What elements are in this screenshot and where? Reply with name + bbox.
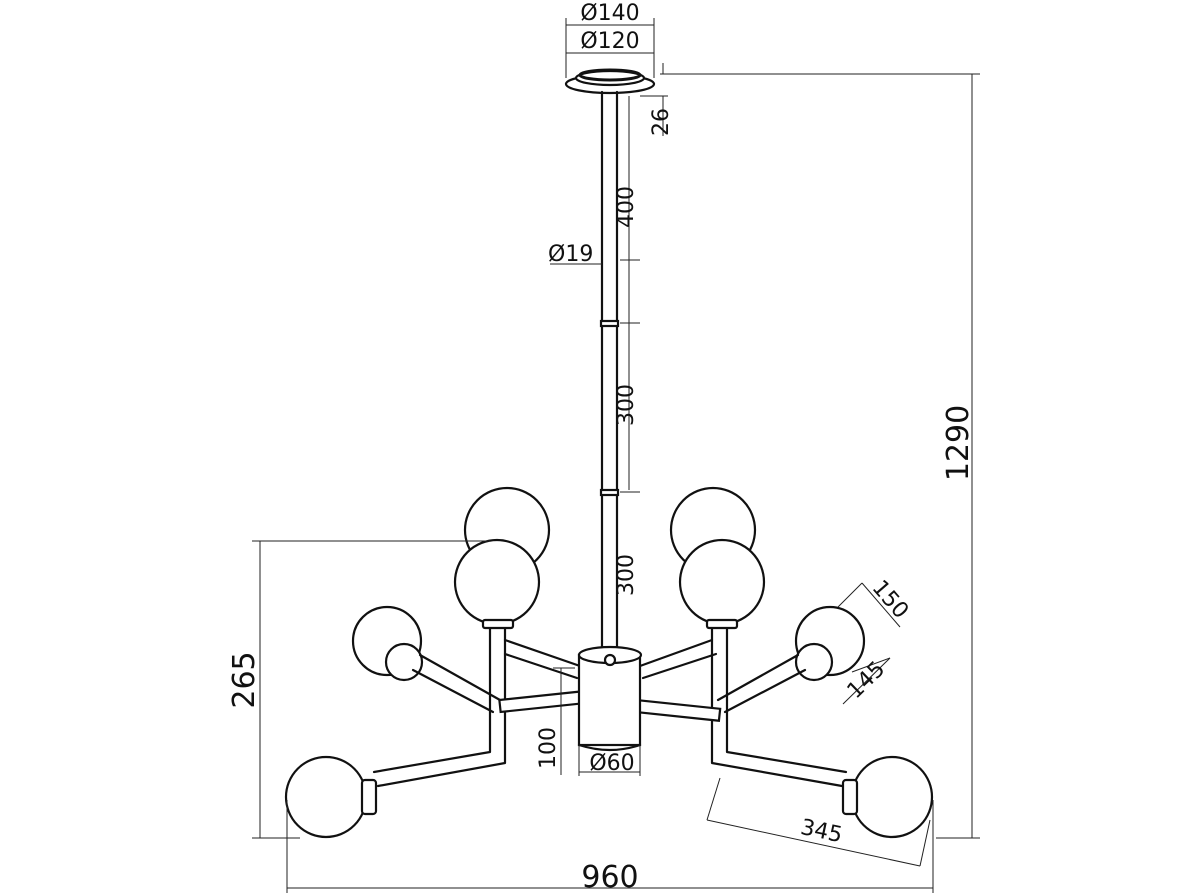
lower-arm-left	[372, 690, 586, 788]
label-rod-middle: 300	[614, 384, 639, 426]
label-canopy-height: 26	[649, 108, 674, 136]
globe-upper-right	[678, 538, 766, 630]
label-canopy-outer: Ø140	[580, 1, 639, 26]
globe-lower-left	[284, 755, 378, 839]
label-arm-length: 345	[798, 815, 844, 848]
dimension-lines	[252, 18, 980, 893]
canopy	[564, 68, 656, 95]
globe-upper-left	[453, 538, 541, 630]
label-arm-height: 265	[227, 651, 262, 708]
globe-lower-right	[841, 755, 934, 839]
label-hub-diameter: Ø60	[589, 751, 634, 776]
label-shade-diameter: 150	[867, 576, 913, 624]
lower-arm-right	[634, 698, 848, 788]
label-total-width: 960	[581, 860, 638, 893]
hub	[577, 645, 643, 752]
globe-mid-left	[351, 605, 502, 714]
label-total-height: 1290	[941, 405, 976, 481]
globe-mid-right	[716, 605, 866, 714]
label-rod-diameter: Ø19	[548, 242, 593, 267]
label-hub-height: 100	[536, 727, 561, 769]
rod	[599, 90, 620, 654]
label-canopy-inner: Ø120	[580, 29, 639, 54]
back-arms	[488, 625, 729, 702]
label-rod-top: 400	[614, 186, 639, 228]
label-rod-bottom: 300	[614, 554, 639, 596]
